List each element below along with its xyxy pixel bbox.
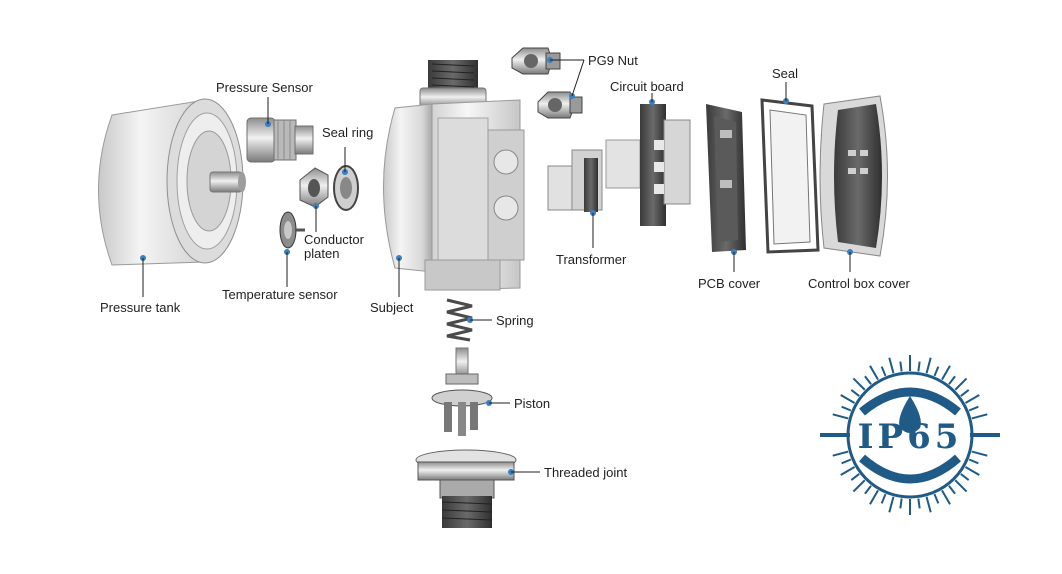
label-control-box-cover: Control box cover — [808, 276, 910, 291]
label-threaded-joint: Threaded joint — [544, 465, 628, 480]
label-spring: Spring — [496, 313, 534, 328]
badge-ray — [899, 498, 903, 509]
badge-ray — [917, 498, 921, 509]
subject-housing-part — [383, 60, 525, 297]
badge-ray — [925, 496, 932, 513]
label-conductor-platen-line1: Conductor — [304, 232, 364, 247]
badge-ray — [869, 365, 879, 381]
label-pressure-sensor: Pressure Sensor — [216, 80, 313, 95]
badge-ray — [840, 394, 856, 404]
piston-part — [431, 347, 510, 436]
badge-ray — [933, 366, 940, 377]
label-seal-ring: Seal ring — [322, 125, 374, 140]
badge-ray — [841, 458, 852, 465]
badge-ray — [852, 377, 866, 391]
badge-ray — [933, 493, 940, 504]
pressure-sensor-part — [246, 97, 314, 163]
badge-ray — [864, 485, 872, 495]
badge-ray — [925, 357, 932, 374]
badge-ray — [832, 413, 849, 420]
label-circuit-board: Circuit board — [610, 79, 684, 94]
badge-ray — [888, 357, 895, 374]
badge-ray — [968, 458, 979, 465]
badge-ray — [864, 375, 872, 385]
pg9-nut-part — [511, 47, 585, 119]
badge-ray — [971, 413, 988, 420]
ip65-badge: IP65 — [820, 355, 1000, 515]
label-subject: Subject — [370, 300, 414, 315]
label-pcb-cover: PCB cover — [698, 276, 761, 291]
seal-part — [760, 82, 820, 254]
badge-ray — [964, 394, 980, 404]
badge-ray — [954, 479, 968, 493]
spring-part — [446, 298, 492, 342]
threaded-joint-part — [415, 449, 540, 528]
badge-ray — [948, 485, 956, 495]
badge-ray — [841, 405, 852, 412]
badge-ray — [941, 365, 951, 381]
label-seal: Seal — [772, 66, 799, 81]
label-piston: Piston — [514, 396, 551, 411]
badge-ray — [888, 496, 895, 513]
label-conductor-platen-line2: platen — [304, 246, 340, 261]
temperature-sensor-part — [279, 211, 305, 287]
pcb-cover-part — [706, 104, 746, 272]
badge-ray — [880, 493, 887, 504]
conductor-platen-part — [299, 167, 329, 232]
ip65-badge-text: IP65 — [858, 417, 963, 457]
label-pressure-tank: Pressure tank — [100, 300, 181, 315]
badge-ray — [840, 466, 856, 476]
badge-ray — [852, 479, 866, 493]
badge-ray — [850, 473, 860, 481]
badge-ray — [964, 466, 980, 476]
badge-ray — [869, 489, 879, 505]
badge-ray — [832, 450, 849, 457]
badge-ray — [960, 473, 970, 481]
water-drop-icon — [899, 396, 921, 433]
label-transformer: Transformer — [556, 252, 627, 267]
badge-ray — [948, 375, 956, 385]
badge-ray — [941, 489, 951, 505]
badge-ray — [880, 366, 887, 377]
badge-ray — [899, 361, 903, 372]
pressure-tank-part — [98, 98, 246, 297]
badge-ray — [968, 405, 979, 412]
label-temperature-sensor: Temperature sensor — [222, 287, 338, 302]
control-box-cover-part — [819, 95, 888, 272]
seal-ring-part — [333, 147, 359, 211]
badge-ray — [954, 377, 968, 391]
circuit-board-part — [605, 93, 691, 226]
badge-ray — [971, 450, 988, 457]
badge-ray — [960, 389, 970, 397]
label-pg9-nut: PG9 Nut — [588, 53, 638, 68]
badge-ray — [850, 389, 860, 397]
transformer-part — [547, 149, 603, 248]
badge-ray — [917, 361, 921, 372]
